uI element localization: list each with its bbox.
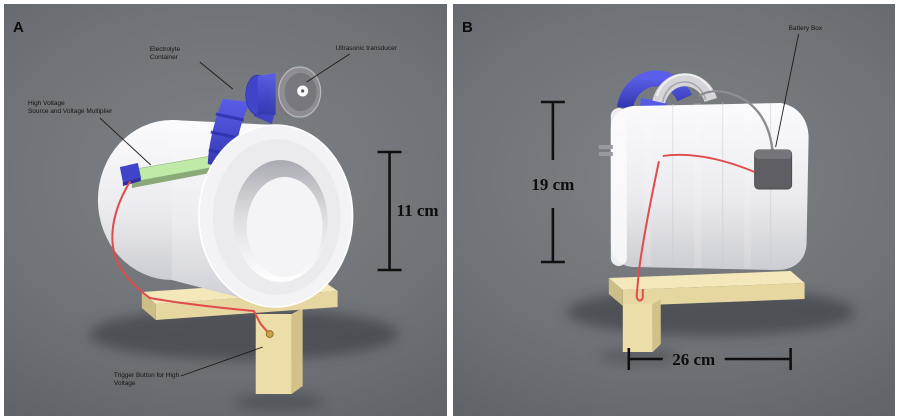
leader-lines: [99, 53, 350, 377]
trigger-button-label-line1: Trigger Button for High: [114, 372, 180, 379]
battery-box-leader: [774, 33, 799, 148]
wooden-base: [608, 271, 805, 352]
high-voltage-label-line1: High Voltage: [28, 100, 65, 107]
side-connector-pins: [598, 145, 613, 156]
high-voltage-label-line2: Source and Voltage Multiplier: [28, 108, 113, 115]
battery-box-label: Battery Box: [788, 25, 822, 32]
panel-a: 11 cm A Electrolyte Container Ultrasonic…: [4, 4, 447, 416]
height-dimension-b-label: 19 cm: [531, 175, 574, 194]
panel-b-letter: B: [461, 19, 472, 36]
trigger-button: [265, 330, 274, 338]
panel-b-artwork: 19 cm 26 cm B Battery Box: [461, 19, 856, 370]
height-dimension-a-label: 11 cm: [397, 201, 439, 220]
panel-a-letter: A: [13, 19, 24, 36]
height-dimension-a: 11 cm: [377, 150, 439, 272]
panel-b: 19 cm 26 cm B Battery Box: [452, 4, 895, 416]
electrolyte-container-label-line1: Electrolyte: [150, 46, 181, 53]
height-dimension-b: 19 cm: [531, 100, 574, 264]
cylinder-front-face: [197, 124, 354, 308]
floor-shadow: [88, 308, 399, 411]
width-dimension-b: 26 cm: [627, 348, 792, 370]
battery-cable: [697, 90, 774, 152]
battery-box: [697, 90, 792, 190]
device-cylinder: [610, 102, 809, 270]
ultrasonic-transducer-label: Ultrasonic transducer: [336, 45, 398, 52]
panel-a-artwork: 11 cm A Electrolyte Container Ultrasonic…: [13, 19, 439, 411]
electrolyte-container-label-line2: Container: [150, 54, 179, 61]
ultrasonic-transducer: [245, 66, 322, 118]
high-voltage-wire: [111, 181, 274, 338]
high-voltage-wire: [635, 153, 755, 302]
trigger-button-label-line2: Voltage: [114, 380, 136, 387]
width-dimension-b-label: 26 cm: [672, 350, 715, 369]
